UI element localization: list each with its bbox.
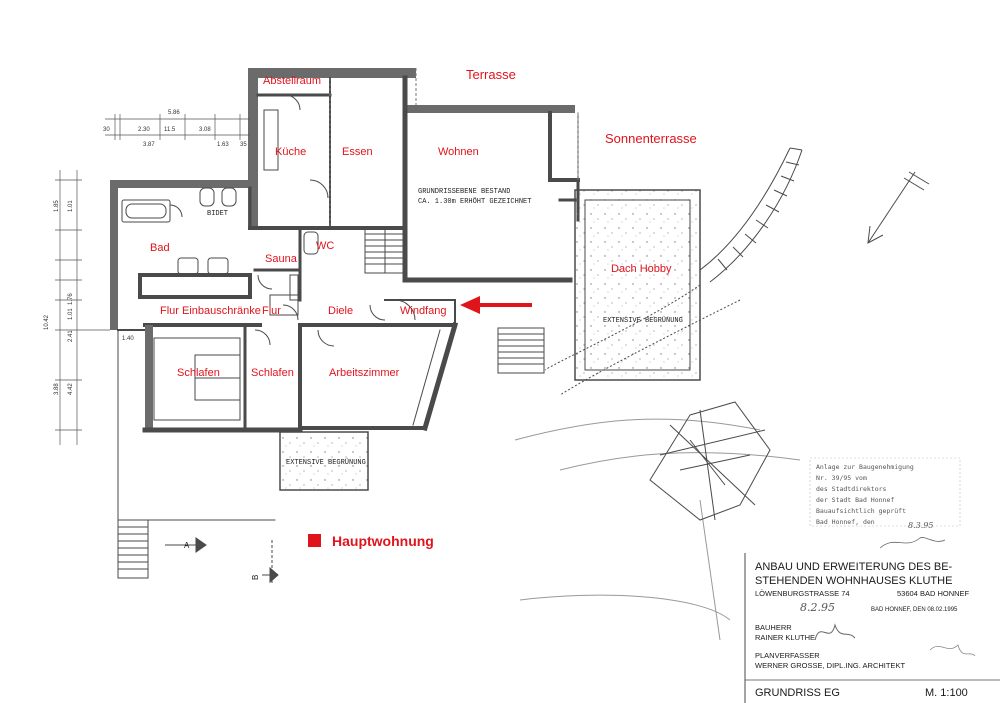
legend-swatch: [308, 534, 321, 547]
title-block: ANBAU UND ERWEITERUNG DES BE- STEHENDEN …: [744, 553, 1000, 703]
green-roof-bottom: [279, 431, 369, 491]
dim-top-g: 35: [240, 142, 247, 148]
room-kueche: Küche: [275, 146, 306, 158]
north-arrow-icon: [867, 171, 930, 244]
extensive-note-1: EXTENSIVE BEGRÜNUNG: [603, 316, 683, 325]
room-dach-hobby: Dach Hobby: [611, 263, 672, 275]
terrace-outline: [329, 68, 579, 228]
room-schlafen-2: Schlafen: [251, 367, 294, 379]
sanitary-fixtures: [121, 109, 319, 316]
curved-path: [514, 147, 803, 641]
dim-side-f: 1.01: [68, 308, 74, 320]
stamp-date-note: 8.2.95: [800, 601, 835, 614]
dim-side-h: 1.01: [68, 200, 74, 212]
bauherr-label: BAUHERR: [755, 623, 792, 632]
dim-side-b: 4.42: [68, 383, 74, 395]
room-diele: Diele: [328, 305, 353, 317]
room-terrasse: Terrasse: [466, 67, 516, 82]
dim-top-total: 5.86: [168, 110, 180, 116]
stamp-line5: Bauaufsichtlich geprüft: [816, 507, 906, 515]
stamp-line1: Anlage zur Baugenehmigung: [816, 463, 914, 471]
legend-label: Hauptwohnung: [332, 533, 434, 549]
dim-side-total: 10.42: [44, 314, 50, 330]
dim-top-f: 1.63: [217, 142, 229, 148]
dim-top-a: 30: [103, 127, 110, 133]
building-walls: [110, 68, 580, 521]
bidet-label: BIDET: [207, 210, 228, 218]
room-arbeitszimmer: Arbeitszimmer: [329, 367, 400, 379]
entry-arrow-icon: [460, 296, 532, 314]
title-date: BAD HONNEF, DEN 08.02.1995: [871, 607, 958, 613]
stamp-line6: Bad Honnef, den: [816, 518, 875, 526]
stamp-line4: der Stadt Bad Honnef: [816, 496, 894, 504]
dim-side-c: 1.40: [122, 336, 134, 342]
dim-top-c: 11.5: [164, 127, 176, 133]
stairs-bottom-left: [117, 519, 149, 579]
dim-side-d: 2.41: [68, 330, 74, 342]
section-markers: [165, 537, 279, 585]
extensive-note-2: EXTENSIVE BEGRÜNUNG: [286, 458, 366, 467]
title-street: LÖWENBURGSTRASSE 74: [755, 589, 850, 598]
bestand-note-line2: CA. 1.30m ERHÖHT GEZEICHNET: [418, 197, 531, 206]
title-city: 53604 BAD HONNEF: [897, 589, 970, 598]
stairs-entry: [497, 327, 545, 374]
drawing-scale: M. 1:100: [925, 687, 968, 699]
planverfasser-signature: [929, 644, 976, 657]
room-bad: Bad: [150, 242, 170, 254]
bestand-note-line1: GRUNDRISSEBENE BESTAND: [418, 188, 510, 196]
title-line2: STEHENDEN WOHNHAUSES KLUTHE: [755, 575, 952, 587]
stamp-line2: Nr. 39/95 vom: [816, 474, 867, 482]
room-wohnen: Wohnen: [438, 146, 479, 158]
planverfasser-label: PLANVERFASSER: [755, 651, 820, 660]
bauherr-signature: [814, 623, 856, 641]
approval-stamp: Anlage zur Baugenehmigung Nr. 39/95 vom …: [809, 457, 961, 549]
room-sonnenterrasse: Sonnenterrasse: [605, 131, 697, 146]
section-b-label: B: [251, 575, 260, 580]
room-windfang: Windfang: [400, 305, 446, 317]
section-a-label: A: [184, 541, 190, 550]
dim-side-g: 1.85: [54, 200, 60, 212]
bauherr-name: RAINER KLUTHE: [755, 633, 815, 642]
drawing-name: GRUNDRISS EG: [755, 687, 840, 699]
stamp-date-note2: 8.3.95: [908, 521, 933, 530]
room-abstellraum: Abstellraum: [263, 75, 321, 87]
room-schlafen-1: Schlafen: [177, 367, 220, 379]
stairs-inner: [364, 227, 406, 274]
dim-top-b: 2.30: [138, 127, 150, 133]
room-wc: WC: [316, 240, 334, 252]
planverfasser-name: WERNER GROSSE, DIPL.ING. ARCHITEKT: [755, 661, 905, 670]
dimension-lines: [55, 114, 250, 445]
dim-side-e: 1.76: [68, 293, 74, 305]
stamp-signature: [879, 537, 946, 549]
room-essen: Essen: [342, 146, 373, 158]
dach-hobby-roof: [574, 189, 701, 381]
room-flur: Flur: [262, 305, 281, 317]
stamp-line3: des Stadtdirektors: [816, 485, 887, 493]
dim-side-a: 3.88: [54, 383, 60, 395]
room-sauna: Sauna: [265, 253, 298, 265]
room-flur-einbauschraenke: Flur Einbauschränke: [160, 305, 261, 317]
dim-top-e: 3.87: [143, 142, 155, 148]
crossed-pergola: [649, 401, 771, 521]
door-swings: [169, 94, 416, 347]
title-line1: ANBAU UND ERWEITERUNG DES BE-: [755, 561, 953, 573]
dim-top-d: 3.08: [199, 127, 211, 133]
